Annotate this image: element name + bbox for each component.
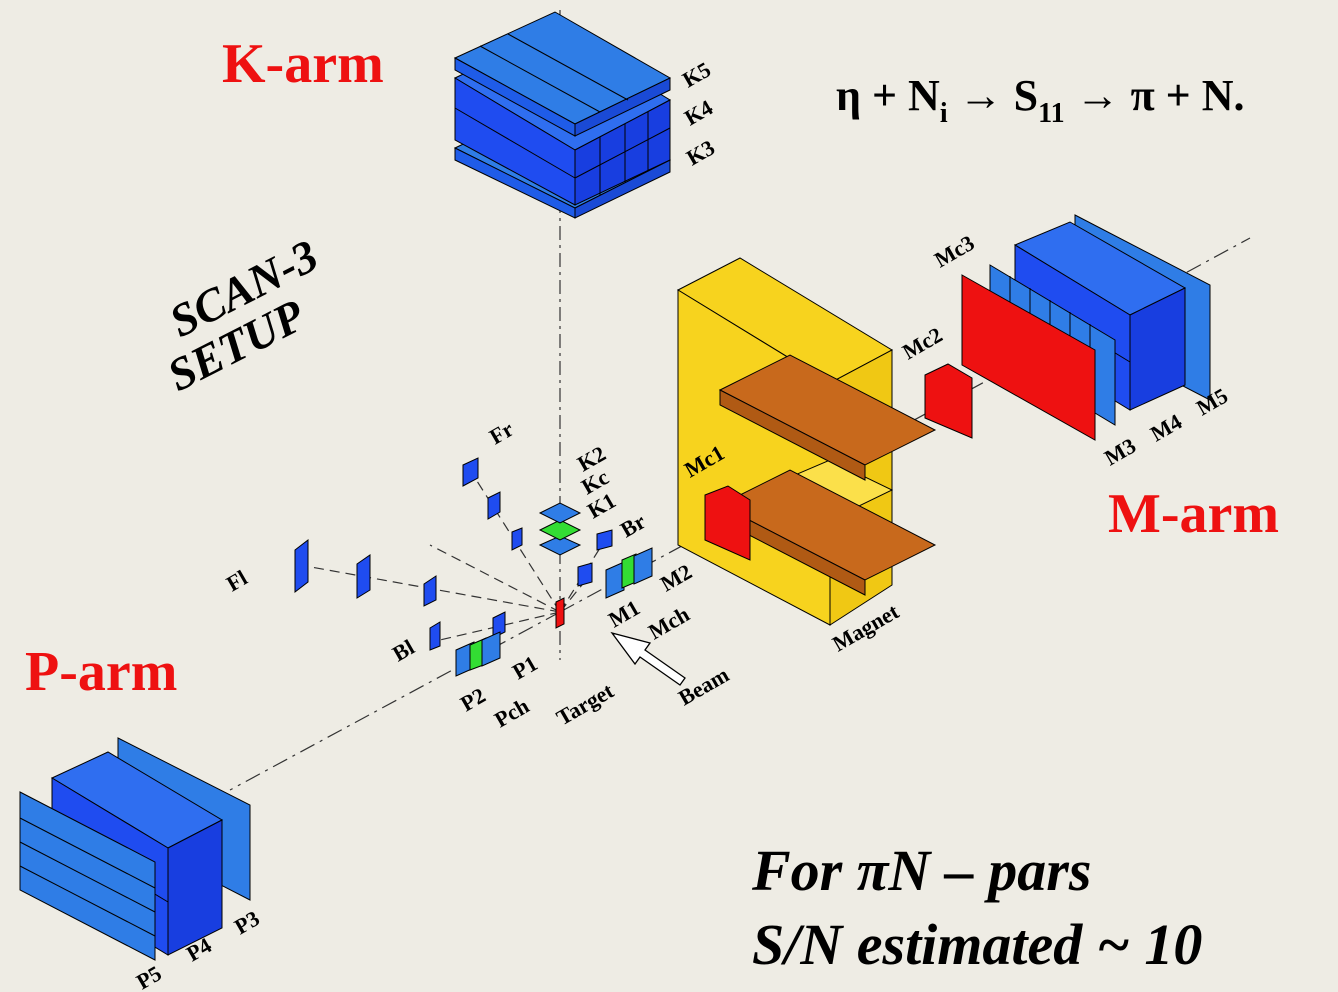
summary-line1: For πN – pars	[751, 838, 1091, 903]
k-arm-title: K-arm	[222, 33, 384, 95]
eq-sub-11: 11	[1038, 98, 1064, 129]
reaction-equation: η + Ni → S11 → π + N.	[836, 71, 1245, 129]
label-m3: M3	[1100, 433, 1140, 471]
eq-sub-i: i	[940, 98, 948, 129]
label-p3: P3	[230, 905, 264, 939]
k-arm-detector	[453, 11, 672, 219]
label-beam: Beam	[674, 662, 733, 711]
m-arm-detector	[961, 214, 1211, 441]
label-p5: P5	[132, 960, 166, 992]
beam-arrow	[610, 631, 686, 686]
label-br: Br	[616, 508, 650, 542]
eq-part3: → π + N.	[1065, 71, 1245, 120]
label-k4: K4	[680, 95, 717, 131]
label-p2: P2	[456, 682, 490, 716]
label-mc3: Mc3	[930, 230, 978, 272]
label-fl: Fl	[222, 565, 251, 596]
label-bl: Bl	[388, 634, 419, 666]
label-m4: M4	[1146, 409, 1186, 447]
eq-part2: → S	[948, 71, 1038, 120]
label-mc2: Mc2	[898, 322, 946, 364]
label-m1: M1	[604, 595, 644, 633]
m-arm-title: M-arm	[1108, 483, 1279, 545]
label-p1: P1	[508, 650, 542, 684]
label-k5: K5	[678, 57, 715, 93]
p-arm-detector	[19, 737, 251, 961]
label-target: Target	[552, 678, 618, 731]
label-pch: Pch	[490, 693, 533, 732]
label-mch: Mch	[644, 601, 694, 644]
label-m2: M2	[656, 559, 696, 597]
eq-part1: η + N	[836, 71, 940, 120]
p-arm-title: P-arm	[25, 641, 177, 703]
label-k3: K3	[682, 135, 719, 171]
label-fr: Fr	[485, 416, 518, 449]
magnet	[676, 257, 973, 626]
summary-line2: S/N estimated ~ 10	[752, 912, 1202, 977]
central-detectors	[294, 457, 653, 677]
